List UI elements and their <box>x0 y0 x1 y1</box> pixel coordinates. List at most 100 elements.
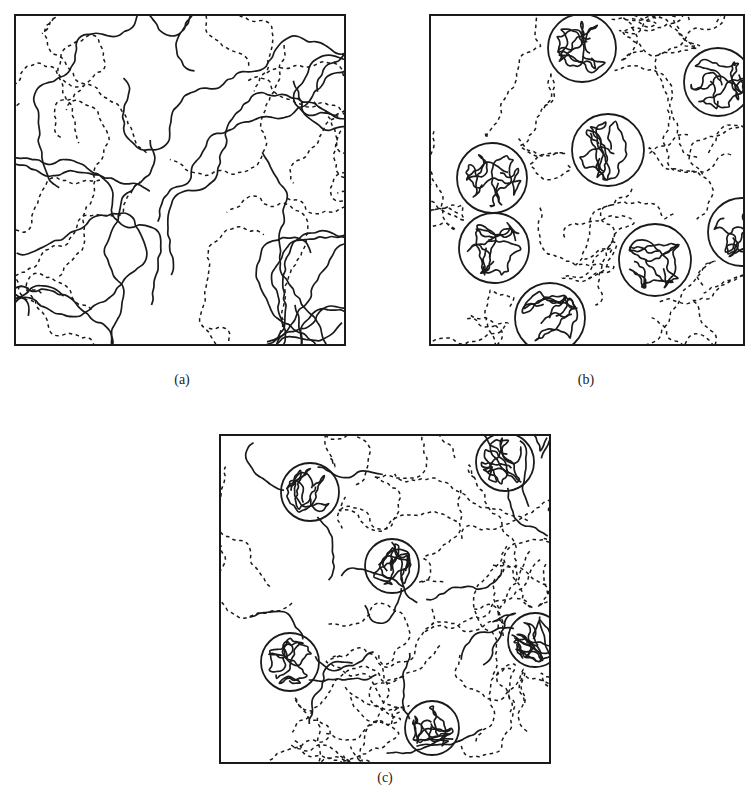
solid-chain <box>380 548 410 579</box>
solid-chain <box>258 231 345 345</box>
solid-chain <box>476 225 496 275</box>
dashed-chain <box>328 603 410 664</box>
domain-circle <box>281 463 339 521</box>
domain-circle <box>261 633 319 691</box>
dashed-chain <box>611 15 654 61</box>
domain-circle <box>708 198 744 266</box>
dashed-chain <box>455 655 525 703</box>
panel-label: (a) <box>174 372 190 388</box>
dashed-chain <box>395 474 528 521</box>
solid-chain <box>466 165 520 195</box>
dashed-chain <box>267 62 345 183</box>
solid-chain <box>695 60 744 100</box>
solid-chain <box>629 259 673 288</box>
panel-frame <box>15 15 345 345</box>
panel-frame <box>430 15 744 345</box>
solid-chain <box>315 652 373 671</box>
solid-chain <box>479 435 521 482</box>
dashed-chain <box>220 467 270 587</box>
dashed-chain <box>42 15 147 153</box>
dashed-chain <box>649 135 731 173</box>
domain-circle <box>684 48 744 116</box>
solid-chain <box>508 488 548 536</box>
panel-label: (b) <box>578 372 594 388</box>
solid-chain <box>279 641 307 684</box>
dashed-chain <box>369 646 440 719</box>
domain-circle <box>459 213 529 283</box>
dashed-chain <box>227 196 308 340</box>
panel-label: (c) <box>377 770 393 786</box>
domain-circle <box>508 613 550 667</box>
dashed-chain <box>324 435 370 485</box>
panel-chains <box>220 435 550 763</box>
solid-chain <box>246 443 284 491</box>
solid-chain <box>512 635 550 661</box>
domain-circle <box>572 114 644 186</box>
solid-chain <box>416 729 482 746</box>
domain-circle <box>619 224 691 296</box>
solid-chain <box>168 81 345 275</box>
panel-chains <box>15 15 345 345</box>
domain-circle <box>457 143 527 213</box>
domain-circle <box>405 701 459 755</box>
solid-chain <box>269 642 303 678</box>
solid-chain <box>158 55 345 222</box>
solid-chain <box>256 152 329 345</box>
dashed-chain <box>170 45 285 175</box>
solid-chain <box>714 211 744 254</box>
dashed-chain <box>337 477 400 530</box>
dashed-chain <box>663 110 713 220</box>
dashed-chain <box>655 15 697 101</box>
dashed-chain <box>333 609 435 667</box>
solid-chain <box>250 611 303 639</box>
dashed-chain <box>325 697 398 763</box>
solid-chain <box>269 638 311 665</box>
solid-chain <box>461 628 514 660</box>
dashed-chain <box>504 539 550 609</box>
domain-circle <box>548 15 616 82</box>
solid-chain <box>558 22 605 73</box>
dashed-chain <box>468 465 517 581</box>
dashed-chain <box>59 100 109 276</box>
dashed-chain <box>200 227 264 345</box>
dashed-chain <box>462 500 550 539</box>
dashed-chain <box>474 551 530 636</box>
solid-chain <box>413 706 445 740</box>
dashed-chain <box>563 216 634 260</box>
dashed-chain <box>220 539 292 619</box>
dashed-chain <box>291 745 385 763</box>
dashed-chain <box>615 66 698 158</box>
domain-circle <box>365 539 419 593</box>
dashed-chain <box>248 77 345 193</box>
dashed-chain <box>538 208 614 279</box>
domain-circle <box>515 283 585 345</box>
solid-chain <box>520 441 529 507</box>
solid-chain <box>590 121 626 180</box>
dashed-chain <box>620 15 690 34</box>
dashed-chain <box>476 664 515 742</box>
dashed-chain <box>270 697 330 760</box>
dashed-chain <box>287 99 345 214</box>
dashed-chain <box>620 15 700 46</box>
dashed-chain <box>376 435 455 478</box>
dashed-chain <box>430 184 465 220</box>
dashed-chain <box>204 15 273 91</box>
solid-chain <box>557 30 595 69</box>
dashed-chain <box>471 290 514 345</box>
dashed-chain <box>595 189 632 305</box>
dashed-chain <box>15 182 140 305</box>
dashed-chain <box>519 139 571 180</box>
dashed-chain <box>430 318 508 345</box>
dashed-chain <box>26 273 94 345</box>
dashed-chain <box>660 275 744 304</box>
dashed-chain <box>652 301 717 345</box>
dashed-chain <box>518 673 550 732</box>
solid-chain <box>467 155 508 197</box>
solid-chain <box>476 223 518 241</box>
solid-chain <box>317 517 334 580</box>
solid-chain <box>123 36 345 150</box>
panel-chains <box>430 15 744 345</box>
dashed-chain <box>689 125 744 174</box>
solid-chain <box>524 292 565 324</box>
dashed-chain <box>461 668 514 757</box>
